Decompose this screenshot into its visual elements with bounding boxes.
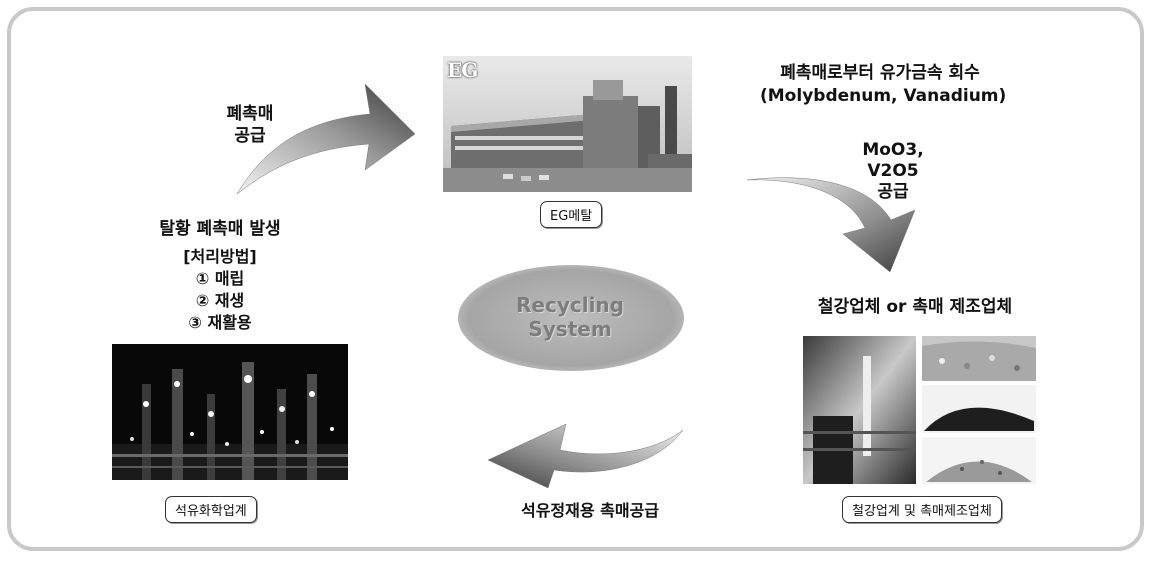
treatment-methods-title: [처리방법]	[183, 247, 257, 266]
refinery-photo	[112, 344, 348, 480]
oxide-supply-arrow	[746, 177, 916, 273]
eg-plant-photo: EG	[443, 56, 692, 192]
steel-catalyst-label: 철강업계 및 촉매제조업체	[842, 496, 1002, 523]
catalyst-pellets-photo-3	[922, 437, 1036, 484]
method-landfill: ① 매립	[195, 269, 245, 288]
method-regeneration: ② 재생	[195, 291, 245, 310]
eg-logo: EG	[447, 58, 478, 82]
eg-metal-label: EG메탈	[540, 201, 603, 228]
recovery-text: 폐촉매로부터 유가금속 회수 (Molybdenum, Vanadium)	[760, 63, 1007, 106]
steel-mill-photo	[803, 336, 916, 484]
steel-catalyst-heading: 철강업체 or 촉매 제조업체	[817, 297, 1013, 317]
desulfurization-title: 탈황 폐촉매 발생	[159, 219, 281, 239]
supply-label: 폐촉매 공급	[226, 104, 274, 146]
reuse-supply-label: 석유정재용 촉매공급	[520, 501, 660, 520]
reuse-supply-arrow	[487, 423, 684, 489]
treatment-methods: [처리방법] ① 매립 ② 재생 ③ 재활용	[165, 246, 275, 334]
recycling-system-ellipse	[458, 265, 684, 371]
method-recycling: ③ 재활용	[188, 313, 252, 332]
recycling-system-label: Recycling System	[516, 293, 624, 341]
catalyst-pellets-photo-1	[922, 336, 1036, 381]
petrochemical-label: 석유화학업계	[165, 496, 257, 523]
catalyst-pellets-photo-2	[922, 385, 1036, 433]
oxide-supply-text: MoO3, V2O5 공급	[862, 140, 924, 202]
supply-arrow	[236, 83, 416, 195]
